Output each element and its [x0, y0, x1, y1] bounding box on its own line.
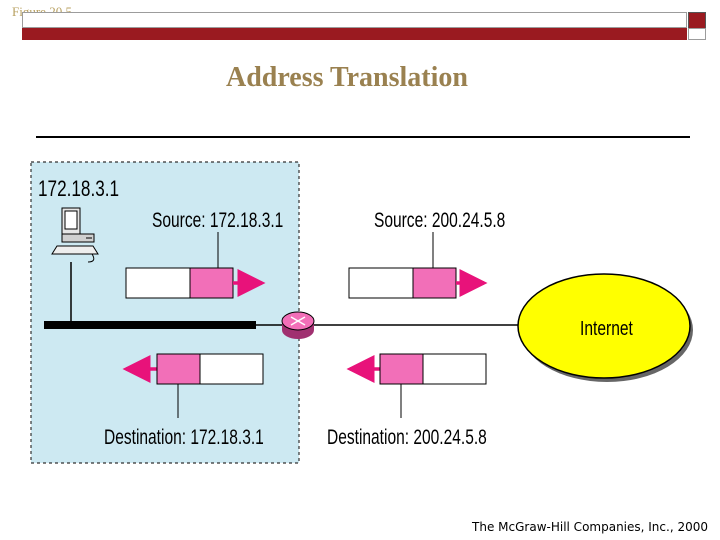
nat-router-icon: [282, 312, 314, 339]
incoming-private-destination-label: Destination: 172.18.3.1: [104, 425, 264, 449]
outgoing-public-packet: [349, 268, 484, 298]
incoming-public-destination-label: Destination: 200.24.5.8: [327, 425, 487, 449]
internet-label: Internet: [580, 317, 633, 339]
host-address-label: 172.18.3.1: [38, 177, 119, 202]
lan-segment: [44, 321, 256, 329]
incoming-public-packet: [350, 354, 486, 384]
copyright-footer: The McGraw-Hill Companies, Inc., 2000: [472, 520, 708, 534]
outgoing-public-source-label: Source: 200.24.5.8: [374, 208, 505, 232]
outgoing-private-source-label: Source: 172.18.3.1: [152, 208, 283, 232]
